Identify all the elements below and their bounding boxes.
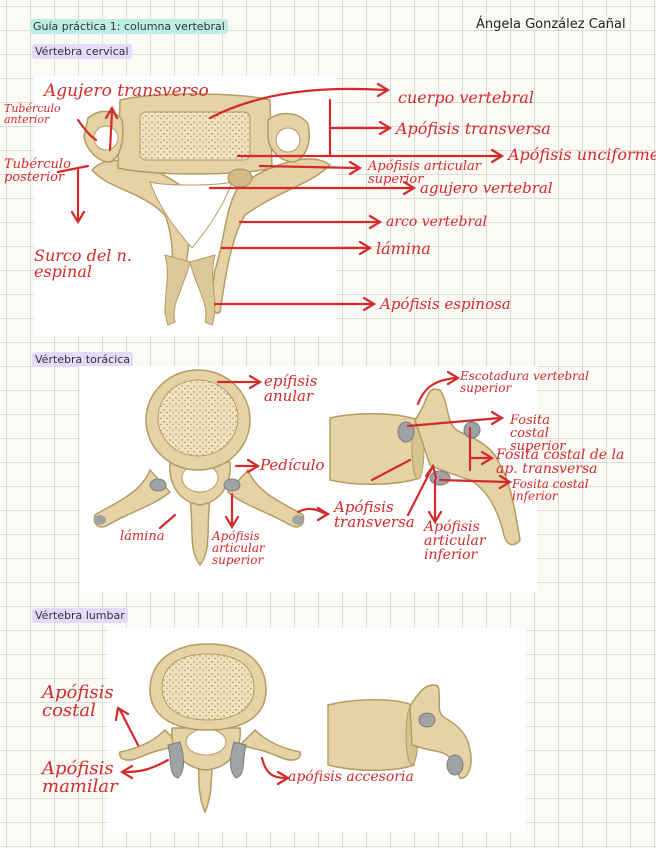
label-fosita-costal-ap-transversa: Fosita costal de la ap. transversa xyxy=(496,447,625,477)
label-escotadura-vertebral-superior: Escotadura vertebral superior xyxy=(460,369,589,395)
label-arco-vertebral: arco vertebral xyxy=(386,214,488,230)
label-lamina-cervical: lámina xyxy=(376,239,431,258)
label-apofisis-accesoria: apófisis accesoria xyxy=(288,769,414,785)
label-apofisis-espinosa: Apófisis espinosa xyxy=(380,295,511,313)
label-apofisis-mamilar: Apófisis mamilar xyxy=(42,758,118,797)
label-apofisis-unciforme: Apófisis unciforme xyxy=(508,145,656,164)
lumbar-image-panel xyxy=(107,628,526,832)
label-agujero-vertebral: agujero vertebral xyxy=(420,179,553,197)
label-agujero-transverso: Agujero transverso xyxy=(44,81,209,101)
author-name: Ángela González Cañal xyxy=(476,17,626,32)
heading-lumbar: Vértebra lumbar xyxy=(32,608,128,623)
label-surco-nervio-espinal: Surco del n. espinal xyxy=(34,246,132,281)
heading-toracica: Vértebra torácica xyxy=(32,352,133,367)
label-lamina-toracica: lámina xyxy=(120,529,165,544)
label-pediculo: Pedículo xyxy=(260,456,325,474)
label-fosita-costal-superior: Fosita costal superior xyxy=(510,413,566,454)
heading-cervical: Vértebra cervical xyxy=(32,44,132,59)
label-tuberculo-anterior: Tubérculo anterior xyxy=(4,102,61,126)
label-tuberculo-posterior: Tubérculo posterior xyxy=(4,157,71,185)
label-apofisis-costal: Apófisis costal xyxy=(42,682,114,721)
cervical-image-panel xyxy=(34,76,336,336)
label-apofisis-articular-inferior: Apófisis articular inferior xyxy=(424,519,486,563)
label-fosita-costal-inferior: Fosita costal inferior xyxy=(512,477,589,503)
label-apofisis-articular-superior-cervical: Apófisis articular superior xyxy=(368,159,481,187)
label-apofisis-transversa-toracica: Apófisis transversa xyxy=(334,498,415,531)
label-apofisis-transversa-cervical: Apófisis transversa xyxy=(396,119,551,138)
label-epifisis-anular: epífisis anular xyxy=(264,372,318,405)
label-apofisis-articular-superior-toracica: Apófisis articular superior xyxy=(212,529,265,567)
page-title: Guía práctica 1: columna vertebral xyxy=(30,19,228,34)
label-cuerpo-vertebral: cuerpo vertebral xyxy=(398,88,534,107)
